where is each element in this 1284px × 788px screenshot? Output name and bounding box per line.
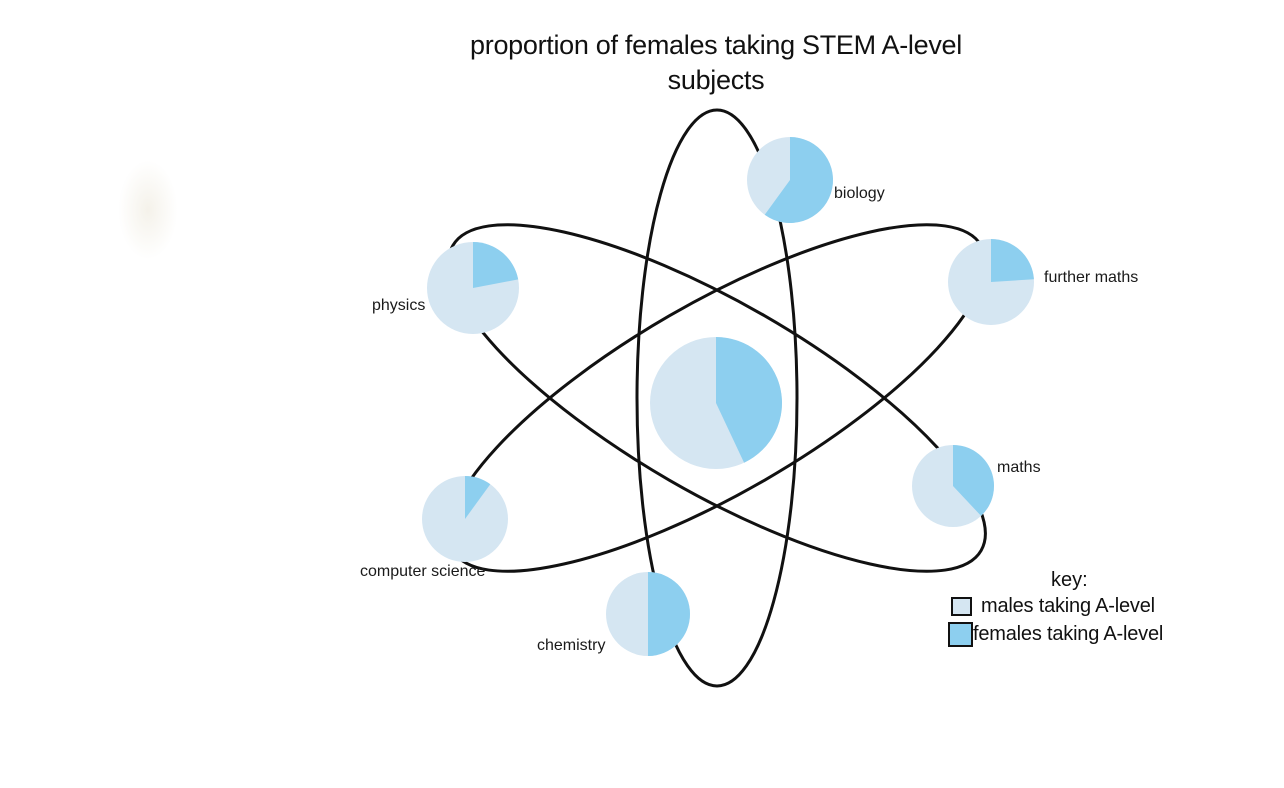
pie-physics-females-slice (473, 242, 519, 288)
label-computer-science: computer science (360, 563, 486, 580)
background-smudge (118, 160, 178, 260)
legend-item-females: females taking A-level (948, 622, 1163, 647)
pie-further-maths-females-slice (991, 239, 1034, 282)
legend-item-males: males taking A-level (951, 595, 1155, 618)
pie-biology-females-slice (764, 137, 834, 223)
label-biology: biology (834, 185, 885, 202)
pie-maths-females-slice (953, 445, 995, 516)
pie-chemistry-females-slice (648, 572, 690, 656)
label-further-maths: further maths (1044, 269, 1139, 286)
legend-label-males: males taking A-level (981, 595, 1155, 617)
pie-further-maths (948, 239, 1034, 325)
pie-maths (912, 445, 995, 527)
legend-title: key: (1051, 569, 1088, 591)
pie-chemistry (606, 572, 690, 656)
label-maths: maths (997, 459, 1041, 476)
pie-computer-science (422, 476, 508, 562)
pie-biology (747, 137, 834, 223)
pie-overall (650, 336, 783, 469)
pie-charts (422, 137, 1034, 656)
label-chemistry: chemistry (537, 637, 606, 654)
legend-swatch-females (948, 622, 973, 647)
pie-physics (427, 242, 519, 334)
legend-label-females: females taking A-level (973, 623, 1164, 645)
label-physics: physics (372, 297, 426, 314)
chart-title: proportion of females taking STEM A-leve… (470, 30, 962, 95)
legend-swatch-males (951, 597, 972, 616)
orbit-vertical (635, 108, 799, 688)
pie-overall-females-slice (716, 336, 783, 463)
orbit-descending (447, 223, 987, 573)
pie-computer-science-females-slice (465, 476, 491, 519)
